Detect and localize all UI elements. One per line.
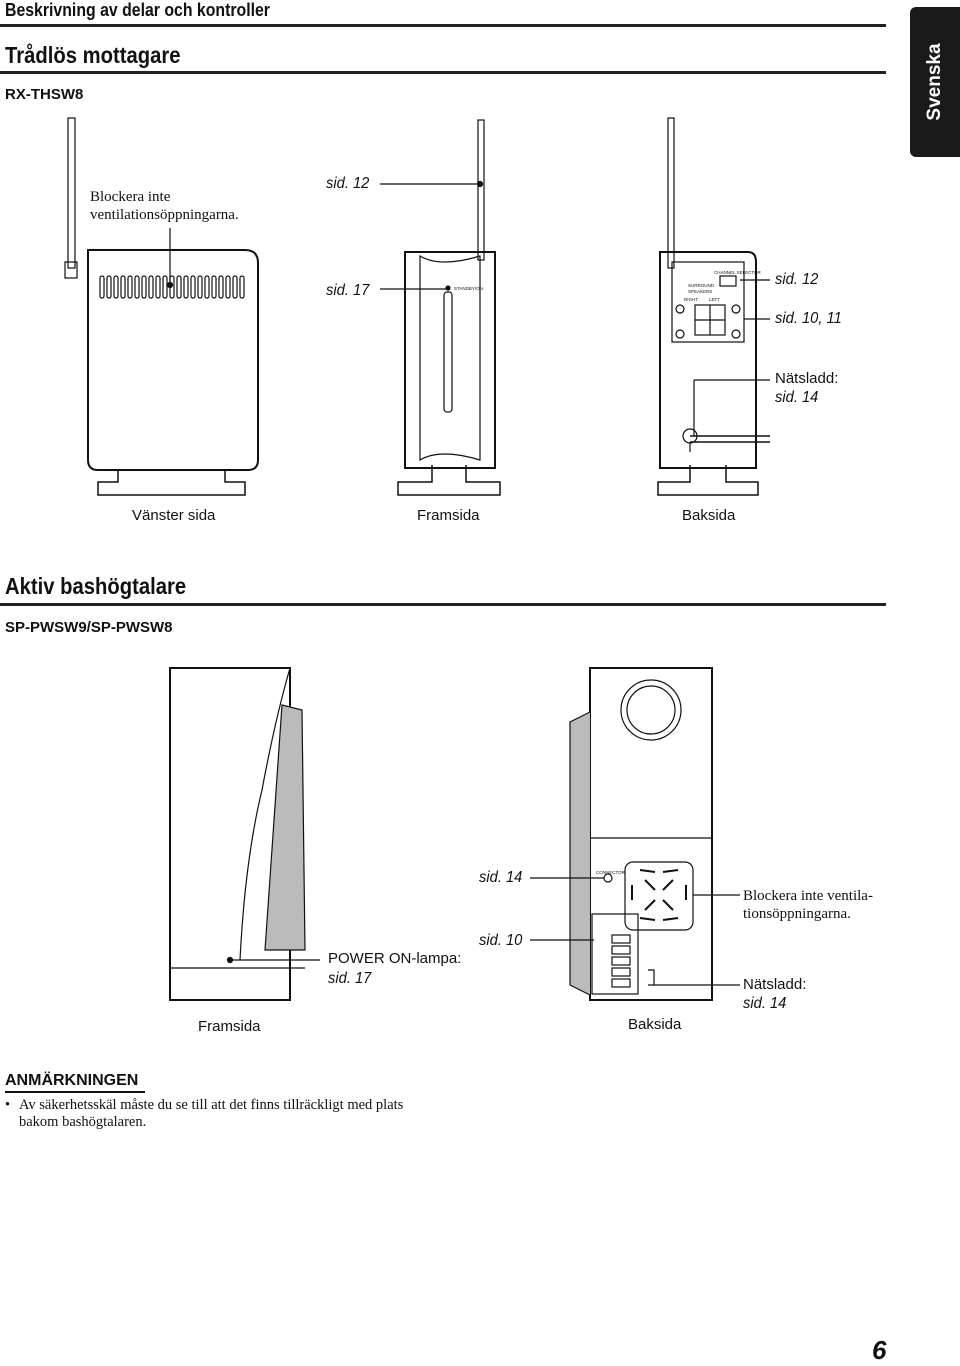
surround-label: SURROUND <box>688 283 715 288</box>
language-tab: Svenska <box>910 7 960 157</box>
header-rule <box>0 24 886 27</box>
vent-slots-left <box>99 275 245 299</box>
model-receiver: RX-THSW8 <box>5 86 84 103</box>
ref-front-led: sid. 17 <box>326 282 370 299</box>
speakers-label: SPEAKERS <box>688 289 712 294</box>
terminal-rows <box>611 934 631 988</box>
subwoofer-front-drawing <box>169 667 320 1001</box>
note-bullet: • <box>5 1097 11 1113</box>
section-rule-subwoofer <box>0 603 886 606</box>
page-number: 6 <box>872 1335 887 1365</box>
caption-back: Baksida <box>682 507 736 524</box>
receiver-left-side-drawing <box>64 117 259 496</box>
power-cord-ref-receiver: sid. 14 <box>775 389 819 406</box>
section-title-receiver: Trådlös mottagare <box>5 42 181 68</box>
standby-label: STANDBY/ON <box>454 286 483 291</box>
page-header-title: Beskrivning av delar och kontroller <box>5 0 270 20</box>
subwoofer-back-drawing <box>530 667 740 1001</box>
note-body: • Av säkerhetsskäl måste du se till att … <box>5 1097 435 1131</box>
left-label: LEFT <box>709 297 720 302</box>
caption-sub-front: Framsida <box>198 1018 261 1035</box>
vent-callout-sub-line1: Blockera inte ventila- <box>743 888 873 904</box>
vent-grille-back <box>631 869 687 921</box>
right-label: RIGHT <box>684 297 698 302</box>
power-cord-ref-sub: sid. 14 <box>743 995 787 1012</box>
caption-sub-back: Baksida <box>628 1016 682 1033</box>
note-rule <box>5 1091 145 1093</box>
power-cord-label-sub: Nätsladd: <box>743 976 807 993</box>
caption-left-side: Vänster sida <box>132 507 216 524</box>
receiver-back-drawing <box>657 117 770 496</box>
ref-antenna: sid. 12 <box>326 175 370 192</box>
model-subwoofer: SP-PWSW9/SP-PWSW8 <box>5 619 173 636</box>
note-title: ANMÄRKNINGEN <box>5 1072 139 1089</box>
power-lamp-label: POWER ON-lampa: <box>328 950 462 967</box>
ref-terminals-sub: sid. 10 <box>479 932 523 949</box>
note-text: Av säkerhetsskäl måste du se till att de… <box>19 1097 404 1130</box>
caption-front: Framsida <box>417 507 480 524</box>
ref-connector: sid. 14 <box>479 869 523 886</box>
channel-selector-label: CHANNEL SELECTOR <box>714 270 762 275</box>
section-title-subwoofer: Aktiv bashögtalare <box>5 573 187 599</box>
ref-terminals: sid. 10, 11 <box>775 310 842 327</box>
section-rule-receiver <box>0 71 886 74</box>
vent-callout-receiver: Blockera inte ventilationsöppningarna. <box>90 189 239 223</box>
connector-label: CONNECTOR <box>596 870 626 875</box>
ref-selector: sid. 12 <box>775 271 819 288</box>
vent-callout-sub-line2: tionsöppningarna. <box>743 906 851 922</box>
power-lamp-ref: sid. 17 <box>328 970 372 987</box>
receiver-front-drawing <box>380 119 501 496</box>
power-cord-label-receiver: Nätsladd: <box>775 370 839 387</box>
